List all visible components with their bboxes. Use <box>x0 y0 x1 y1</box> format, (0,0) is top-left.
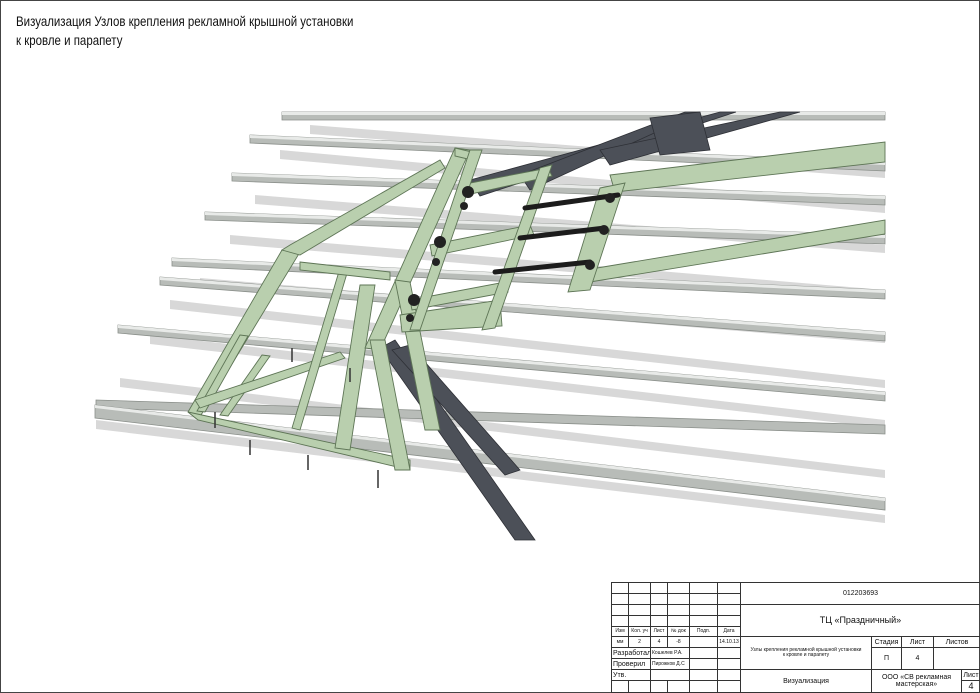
role-developer: Разработал <box>611 647 651 660</box>
company-name: ООО «СВ рекламная мастерская» <box>871 669 962 693</box>
approver-name <box>650 669 690 682</box>
title-block: 012203693 ТЦ «Праздничный» Изм Кол. уч Л… <box>611 582 980 693</box>
anchor-studs <box>214 348 379 488</box>
green-support-frame <box>187 141 886 471</box>
header-podp: Подп. <box>689 625 718 638</box>
change-podp <box>689 636 718 649</box>
developer-name: Кошелев Р.А. <box>650 647 690 660</box>
description-line-2: к кровле и парапету <box>782 652 830 659</box>
sheet-label: Лист <box>901 636 934 649</box>
change-list: 4 <box>650 636 668 649</box>
stage-value: П <box>871 647 902 671</box>
description-line-1: Узлы крепления рекламной крышной установ… <box>750 647 862 654</box>
stage-label: Стадия <box>871 636 902 649</box>
sheets-value <box>933 647 980 671</box>
header-izm: Изм <box>611 625 629 638</box>
change-ndok: -8 <box>667 636 690 649</box>
sheet-value: 4 <box>901 647 934 671</box>
change-date: 14.10.13 <box>717 636 741 649</box>
header-ndok: № док <box>667 625 690 638</box>
corner-sheet-label: Лист <box>961 669 980 682</box>
threaded-rods <box>492 192 621 275</box>
sheet-description: Узлы крепления рекламной крышной установ… <box>740 636 872 671</box>
sheets-label: Листов <box>933 636 980 649</box>
change-kol: 2 <box>628 636 651 649</box>
drawing-code: 012203693 <box>740 582 980 605</box>
drawing-title: Визуализация Узлов крепления рекламной к… <box>16 12 353 50</box>
drawing-title-line-2: к кровле и парапету <box>16 32 123 48</box>
corner-sheet-value: 4 <box>961 680 980 693</box>
header-list: Лист <box>650 625 668 638</box>
role-checker: Проверил <box>611 658 651 671</box>
change-izm: мм <box>611 636 629 649</box>
role-approver: Утв. <box>611 669 651 682</box>
header-kol: Кол. уч <box>628 625 651 638</box>
project-name: ТЦ «Праздничный» <box>740 603 980 638</box>
checker-name: Пирожков Д.С <box>650 658 690 671</box>
header-data: Дата <box>717 625 741 638</box>
drawing-title-line-1: Визуализация Узлов крепления рекламной к… <box>16 13 354 29</box>
bolts <box>406 186 615 322</box>
sheet-name: Визуализация <box>740 669 872 693</box>
